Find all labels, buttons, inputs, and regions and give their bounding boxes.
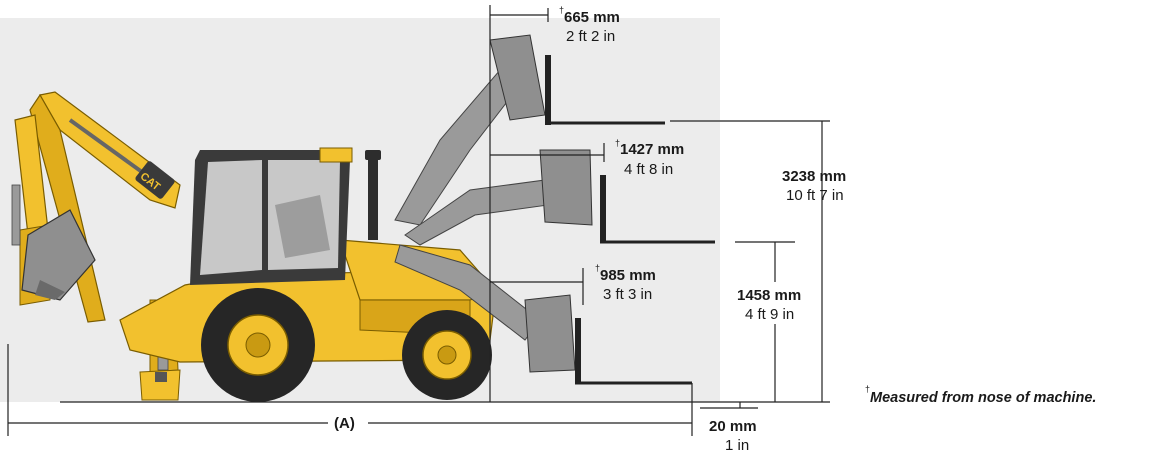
- metric-value: 20 mm: [709, 418, 757, 435]
- front-wheel: [402, 310, 492, 400]
- label-3238: 3238 mm 10 ft 7 in: [782, 168, 846, 204]
- label-1458: 1458 mm 4 ft 9 in: [735, 282, 817, 324]
- metric-value: 1458 mm: [737, 287, 801, 304]
- imperial-value: 10 ft 7 in: [786, 187, 844, 204]
- metric-value: 3238 mm: [782, 168, 846, 185]
- footnote-text: Measured from nose of machine.: [870, 390, 1096, 406]
- metric-value: 985 mm: [600, 267, 656, 284]
- dimension-lines: [7, 5, 830, 436]
- backhoe-boom: CAT: [11, 91, 181, 323]
- label-1427: † 1427 mm 4 ft 8 in: [615, 138, 684, 178]
- loader-arm-low: [394, 244, 692, 385]
- footnote: † Measured from nose of machine.: [865, 384, 1096, 406]
- imperial-value: 4 ft 9 in: [745, 306, 794, 323]
- loader-arm-mid: [404, 149, 715, 246]
- imperial-value: 1 in: [725, 437, 749, 454]
- metric-value: 665 mm: [564, 9, 620, 26]
- footnote-marker: †: [595, 263, 600, 273]
- label-985: † 985 mm 3 ft 3 in: [595, 263, 656, 303]
- backhoe-loader-illustration: CAT: [11, 34, 715, 402]
- footnote-marker: †: [559, 5, 564, 15]
- label-overall-length: (A): [334, 415, 355, 432]
- imperial-value: 4 ft 8 in: [624, 161, 673, 178]
- dimension-letter: (A): [334, 415, 355, 432]
- imperial-value: 2 ft 2 in: [566, 28, 615, 45]
- rear-wheel: [201, 288, 315, 402]
- imperial-value: 3 ft 3 in: [603, 286, 652, 303]
- label-20: 20 mm 1 in: [709, 418, 757, 454]
- loader-arm-high: [394, 34, 665, 226]
- footnote-marker: †: [615, 138, 620, 148]
- metric-value: 1427 mm: [620, 141, 684, 158]
- footnote-marker: †: [865, 384, 870, 394]
- label-665: † 665 mm 2 ft 2 in: [559, 5, 620, 45]
- cab: [190, 147, 353, 285]
